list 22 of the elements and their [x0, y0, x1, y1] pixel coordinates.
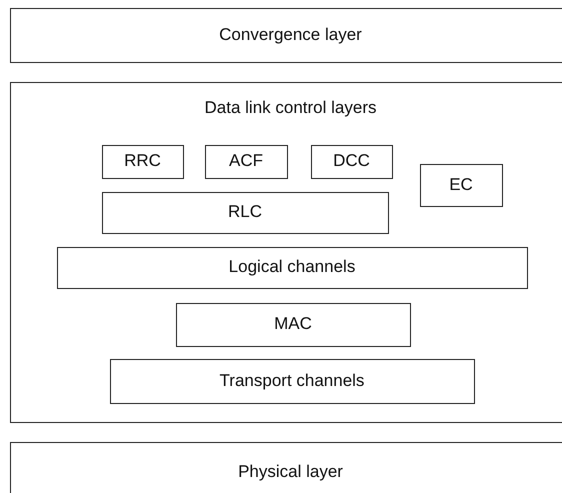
block-box [56, 246, 528, 288]
layer-label: Convergence layer [219, 26, 362, 45]
block-box [176, 302, 410, 346]
block-label: Transport channels [220, 372, 364, 390]
block-label: MAC [274, 315, 312, 334]
layer-box [10, 442, 562, 493]
block-label: Logical channels [228, 258, 356, 277]
block-label: RRC [124, 152, 161, 171]
layer-box [10, 82, 562, 423]
layer-box [10, 8, 562, 63]
block-box [102, 144, 184, 178]
block-label: ACF [229, 152, 263, 171]
layer-label: Physical layer [238, 463, 343, 482]
block-box [204, 144, 288, 178]
block-box [102, 192, 388, 234]
block-label: DCC [333, 152, 370, 171]
layer-label: Data link control layers [204, 99, 376, 118]
block-box [110, 358, 474, 404]
block-box [310, 144, 392, 178]
block-label: RLC [228, 203, 262, 222]
block-box [420, 164, 502, 206]
block-label: EC [449, 176, 473, 194]
